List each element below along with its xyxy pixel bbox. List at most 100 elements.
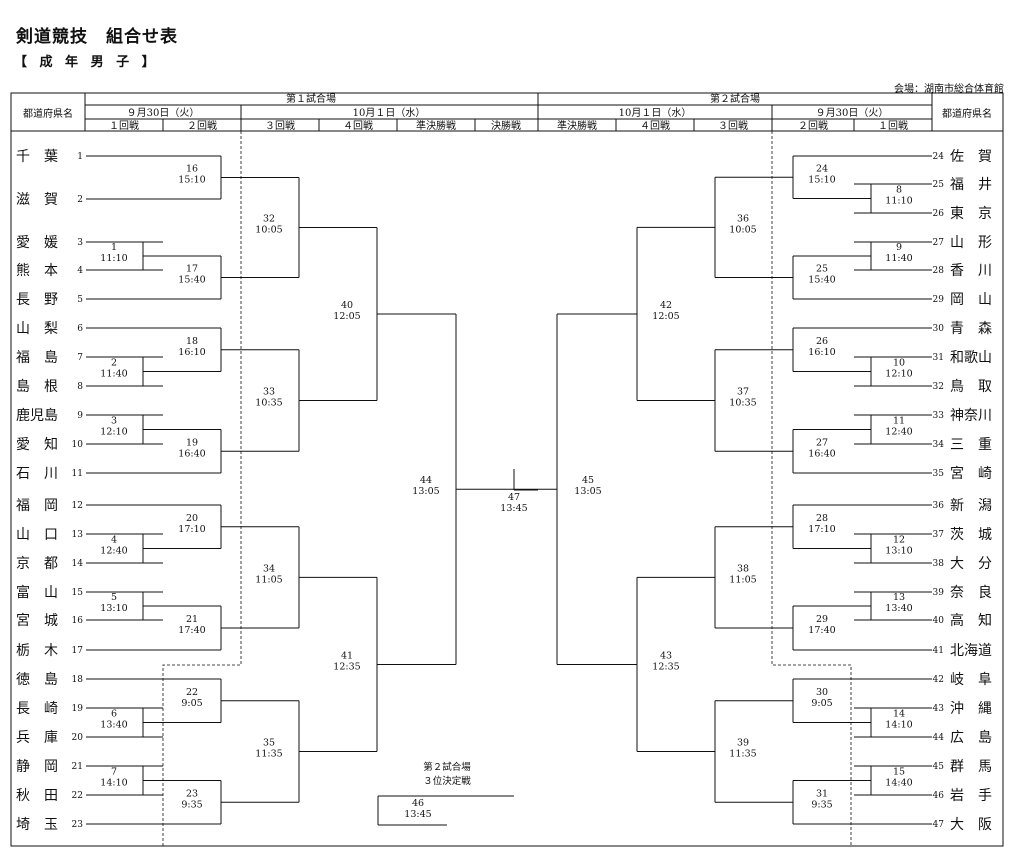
team-name: 兵 庫 (16, 729, 58, 746)
seed-number: 28 (933, 266, 945, 276)
seed-number: 1 (77, 152, 83, 162)
match-time: 10:35 (255, 398, 282, 409)
team-name: 山 口 (16, 527, 58, 543)
venue-label: 会場：湖南市総合体育館 (894, 84, 1004, 95)
third-place-label: ３位決定戦 (423, 775, 471, 787)
match-time: 12:40 (885, 427, 912, 438)
match-number: 38 (737, 563, 749, 574)
match-time: 13:45 (404, 809, 431, 820)
seed-number: 40 (933, 616, 945, 626)
match-time: 13:05 (412, 486, 439, 497)
date-header-right-oct1: 10月１日（水） (619, 107, 692, 119)
seed-number: 39 (933, 588, 945, 598)
seed-number: 21 (72, 762, 83, 772)
round-header-r-r4: ４回戦 (640, 119, 670, 132)
match-number: 16 (186, 164, 198, 175)
match-number: 34 (263, 563, 275, 574)
match-number: 41 (341, 650, 353, 661)
seed-number: 42 (933, 675, 944, 685)
team-name: 京 都 (16, 556, 58, 572)
seed-number: 12 (72, 501, 83, 511)
match-number: 40 (341, 300, 353, 311)
match-number: 22 (186, 687, 198, 698)
date-header-right-sep30: ９月30日（火） (816, 107, 889, 119)
team-name: 群 馬 (950, 759, 992, 775)
match-time: 12:35 (333, 661, 360, 672)
team-name: 静 岡 (16, 759, 58, 775)
match-time: 12:10 (100, 427, 127, 438)
team-name: 北海道 (950, 643, 992, 659)
team-name: 和歌山 (950, 350, 992, 366)
team-name: 島 根 (16, 379, 58, 395)
seed-number: 13 (72, 530, 84, 540)
seed-number: 18 (72, 675, 84, 685)
match-number: 15 (893, 767, 905, 778)
team-name: 広 島 (950, 730, 992, 746)
match-number: 12 (893, 535, 905, 546)
round-header-l-r4: ４回戦 (343, 119, 373, 132)
seed-number: 34 (933, 440, 945, 450)
team-name: 福 島 (16, 350, 58, 366)
page-title: 剣道競技 組合せ表 (16, 27, 178, 47)
seed-number: 31 (933, 353, 944, 363)
match-time: 11:40 (885, 253, 912, 264)
match-time: 16:40 (178, 448, 205, 459)
match-time: 12:05 (333, 311, 360, 322)
seed-number: 46 (933, 791, 945, 801)
match-time: 11:10 (885, 196, 912, 207)
seed-number: 10 (72, 440, 84, 450)
match-number: 25 (816, 264, 828, 275)
seed-number: 30 (933, 324, 945, 334)
match-number: 3 (111, 416, 117, 427)
seed-number: 47 (933, 820, 945, 830)
table-frame (10, 92, 1004, 847)
team-name: 三 重 (950, 437, 992, 453)
seed-number: 37 (933, 530, 945, 540)
match-time: 15:10 (808, 174, 835, 185)
round-header-final: 決勝戦 (491, 119, 521, 132)
match-number: 30 (816, 687, 828, 698)
match-time: 15:40 (808, 275, 835, 286)
match-time: 10:05 (729, 224, 756, 235)
match-number: 19 (186, 437, 198, 448)
match-number: 17 (186, 264, 198, 275)
team-name: 大 阪 (950, 817, 992, 833)
team-name: 愛 媛 (16, 235, 58, 251)
match-number: 44 (420, 475, 432, 486)
seed-number: 15 (72, 588, 84, 598)
team-name: 鹿児島 (16, 407, 58, 424)
match-time: 9:35 (181, 799, 202, 810)
day-separator-left (162, 131, 242, 846)
match-time: 10:35 (729, 398, 756, 409)
team-name: 奈 良 (950, 585, 992, 601)
match-number: 6 (111, 709, 117, 720)
seed-number: 24 (933, 152, 945, 162)
team-name: 宮 崎 (950, 466, 992, 482)
seed-number: 41 (933, 646, 944, 656)
match-number: 33 (263, 387, 275, 398)
seed-number: 36 (933, 501, 945, 511)
match-number: 36 (737, 213, 749, 224)
round-header-l-r2: ２回戦 (187, 119, 217, 132)
match-time: 12:35 (652, 661, 679, 672)
match-time: 15:40 (178, 275, 205, 286)
seed-number: 33 (933, 411, 945, 421)
match-number: 14 (893, 709, 905, 720)
match-number: 8 (896, 185, 902, 196)
team-name: 大 分 (950, 556, 992, 572)
seed-number: 14 (72, 559, 84, 569)
seed-number: 9 (77, 411, 83, 421)
match-number: 24 (816, 163, 828, 174)
team-name: 長 崎 (16, 701, 58, 717)
match-number: 1 (111, 242, 117, 253)
team-name: 埼 玉 (16, 817, 58, 833)
team-name: 鳥 取 (950, 379, 992, 395)
team-name: 千 葉 (16, 149, 58, 165)
match-number: 21 (186, 614, 198, 625)
seed-number: 25 (933, 180, 945, 190)
seed-number: 4 (77, 266, 83, 276)
team-name: 福 岡 (16, 498, 58, 514)
match-time: 16:40 (808, 448, 835, 459)
match-time: 17:40 (178, 625, 205, 636)
match-number: 11 (893, 416, 905, 427)
